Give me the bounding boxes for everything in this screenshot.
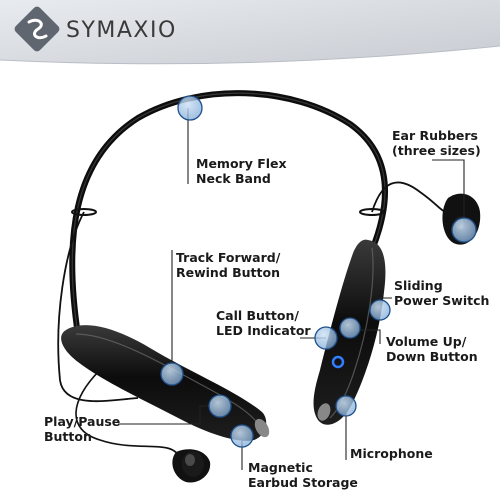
label-magnetic: Magnetic Earbud Storage	[248, 460, 358, 490]
left-earbud-cable	[57, 211, 179, 456]
neck-band	[69, 90, 388, 338]
callout-magnetic	[230, 424, 254, 448]
brand-name: SYMAXIO	[66, 18, 177, 43]
callout-play-pause	[208, 394, 232, 418]
left-earbud	[172, 449, 211, 483]
callout-volume	[339, 317, 361, 339]
header-banner	[0, 0, 500, 65]
label-ear-rubbers: Ear Rubbers (three sizes)	[392, 128, 481, 158]
label-call-button: Call Button/ LED Indicator	[216, 308, 311, 338]
callout-call-button	[314, 326, 338, 350]
label-microphone: Microphone	[350, 446, 433, 461]
callout-sliding-power	[369, 299, 391, 321]
led-indicator-icon	[331, 355, 345, 369]
label-track-forward: Track Forward/ Rewind Button	[176, 250, 281, 280]
label-sliding-power: Sliding Power Switch	[394, 278, 490, 308]
callout-microphone	[335, 395, 357, 417]
label-volume: Volume Up/ Down Button	[386, 334, 478, 364]
callout-track-forward	[160, 362, 184, 386]
callout-memory-flex	[177, 95, 203, 121]
label-memory-flex: Memory Flex Neck Band	[196, 156, 287, 186]
s-wave-logo-icon	[14, 6, 60, 52]
label-play-pause: Play/Pause Button	[44, 414, 121, 444]
callout-ear-rubbers	[451, 217, 477, 243]
